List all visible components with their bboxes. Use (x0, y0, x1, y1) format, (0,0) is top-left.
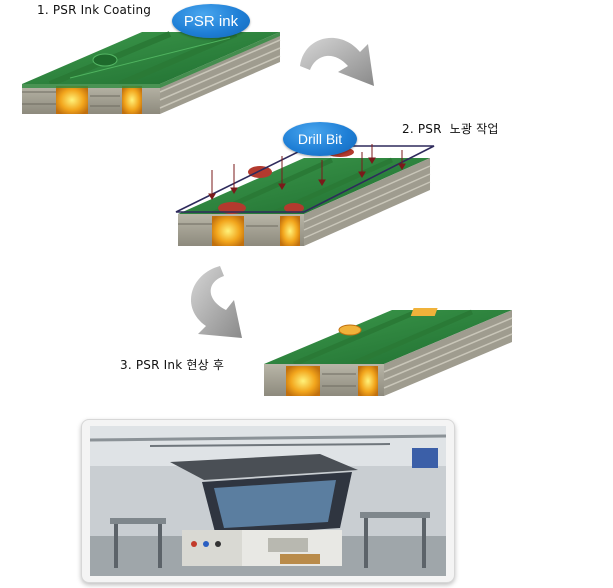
curved-arrow-icon (191, 266, 242, 338)
step-2-label: 2. PSR 노광 작업 (402, 122, 499, 136)
drill-bit-callout: Drill Bit (283, 122, 357, 156)
photo-frame (81, 419, 455, 583)
psr-ink-callout-label: PSR ink (183, 12, 239, 30)
pcb-board-developed (264, 308, 513, 396)
step-3-label: 3. PSR Ink 현상 후 (120, 358, 225, 372)
psr-ink-callout: PSR ink (172, 4, 250, 38)
exposure-machine-photo (90, 426, 446, 576)
drill-bit-callout-label: Drill Bit (297, 131, 343, 147)
pcb-board-coating (22, 31, 281, 114)
step-1-label: 1. PSR Ink Coating (37, 3, 152, 17)
curved-arrow-icon (300, 37, 374, 86)
